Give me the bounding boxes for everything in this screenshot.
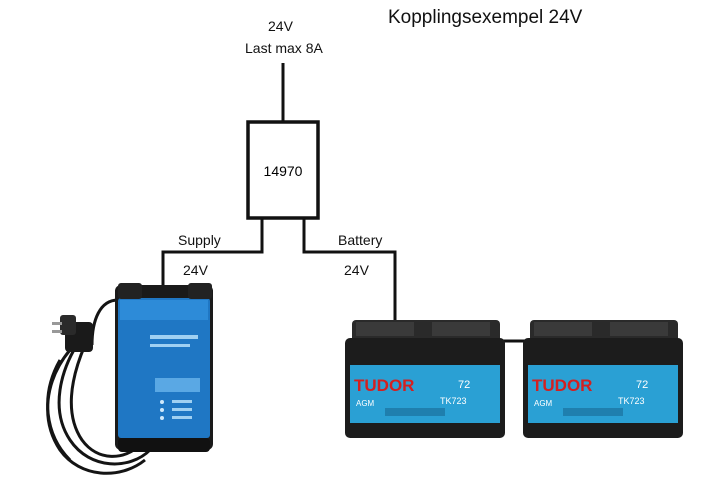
supply-wire [161,218,264,285]
battery-1-capacity: 72 [458,379,470,391]
battery-1-brand: TUDOR [354,376,414,395]
supply-label: Supply [178,232,221,248]
battery-1: TUDOR AGM 72 TK723 [345,320,505,438]
load-max-label: Last max 8A [245,40,323,56]
battery-charger [115,283,213,452]
battery-2-brand: TUDOR [532,376,592,395]
module-label: 14970 [264,163,303,179]
power-cord [46,298,152,475]
supply-voltage-label: 24V [183,262,208,278]
module-box [246,120,320,220]
battery-2: TUDOR AGM 72 TK723 [523,320,683,438]
battery-1-model: TK723 [440,396,467,406]
load-voltage-label: 24V [268,18,293,34]
power-plug [52,315,93,352]
battery-2-type: AGM [534,399,553,408]
battery-2-capacity: 72 [636,379,648,391]
battery-voltage-label: 24V [344,262,369,278]
battery-1-type: AGM [356,399,375,408]
battery-label: Battery [338,232,383,248]
battery-wire [302,218,397,326]
wires [161,63,528,343]
battery-2-model: TK723 [618,396,645,406]
diagram-title: Kopplingsexempel 24V [388,7,583,28]
